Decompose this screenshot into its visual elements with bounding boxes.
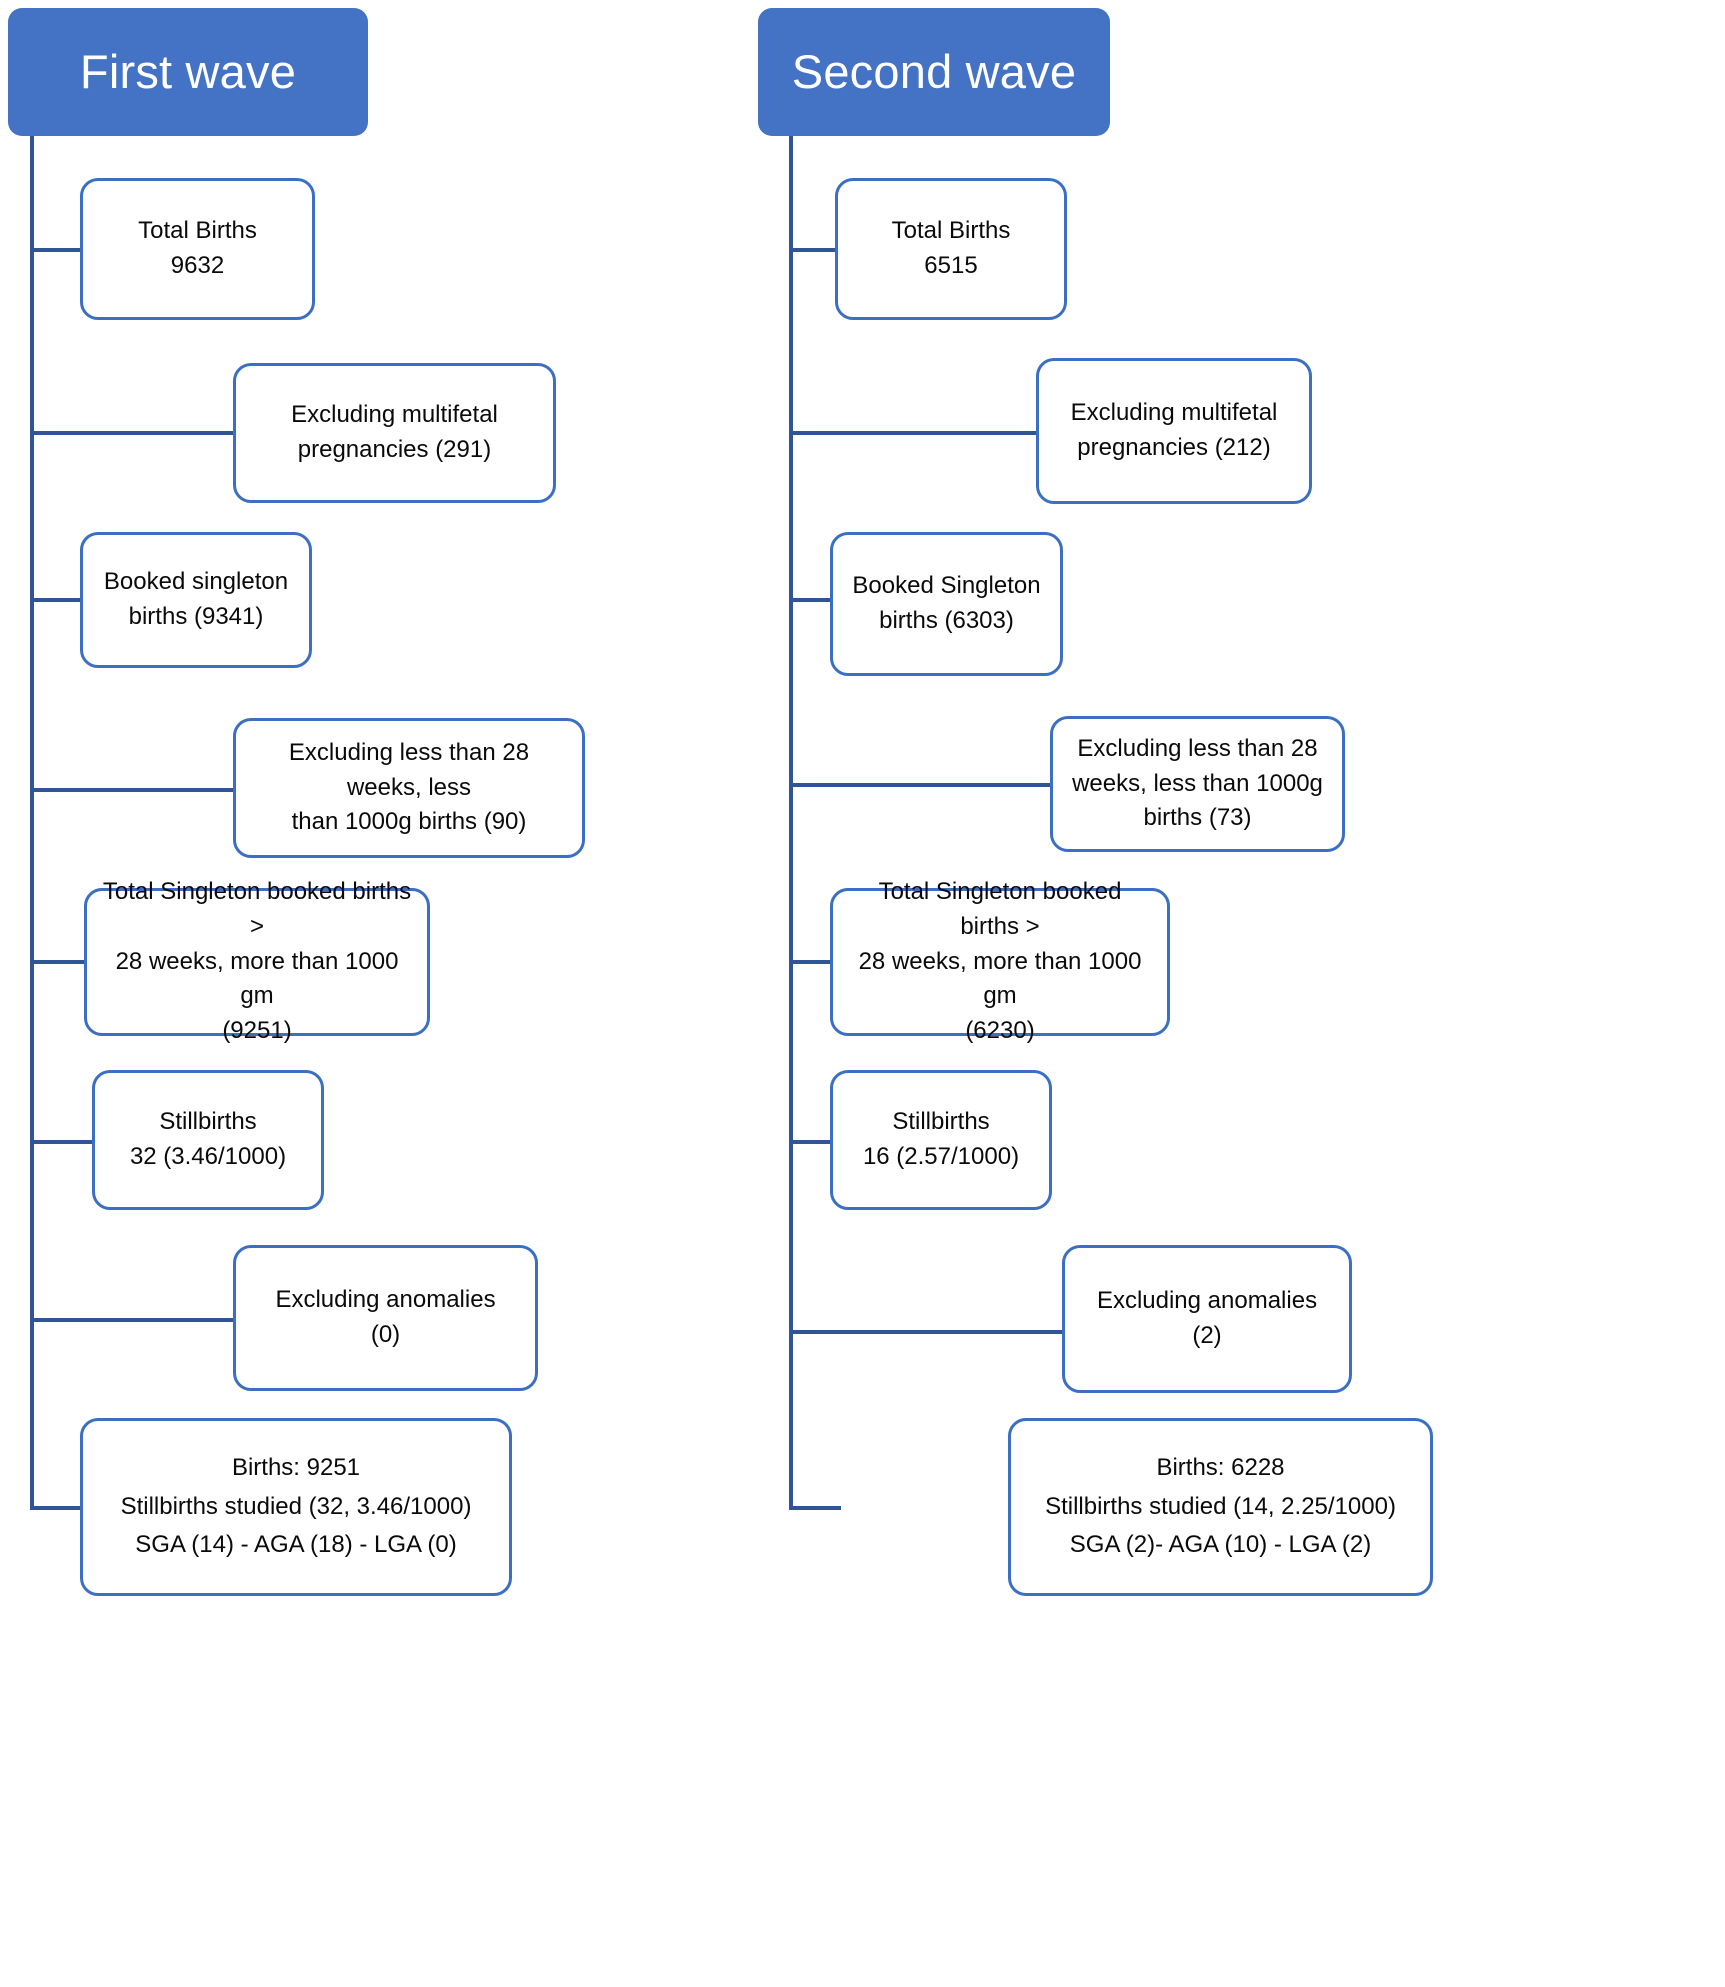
connector-stub-first-1: [30, 248, 82, 252]
node-first-booked-singleton: Booked singleton births (9341): [80, 532, 312, 668]
connector-stub-second-6: [789, 1140, 833, 1144]
node-first-total-eligible-text: Total Singleton booked births > 28 weeks…: [102, 878, 412, 1045]
node-first-exclude-preterm-text: Excluding less than 28 weeks, less than …: [288, 738, 530, 836]
node-second-exclude-preterm: Excluding less than 28 weeks, less than …: [1050, 716, 1345, 852]
node-second-stillbirths-text: Stillbirths 16 (2.57/1000): [862, 1108, 1020, 1170]
node-first-stillbirths-text: Stillbirths 32 (3.46/1000): [129, 1108, 287, 1170]
node-first-stillbirths: Stillbirths 32 (3.46/1000): [92, 1070, 324, 1210]
node-second-summary: Births: 6228 Stillbirths studied (14, 2.…: [1008, 1418, 1433, 1596]
node-first-exclude-multifetal: Excluding multifetal pregnancies (291): [233, 363, 556, 503]
node-second-total-eligible: Total Singleton booked births > 28 weeks…: [830, 878, 1170, 1044]
node-first-exclude-preterm: Excluding less than 28 weeks, less than …: [233, 718, 585, 858]
connector-stub-second-2: [789, 431, 1038, 435]
node-first-exclude-anomalies: Excluding anomalies (0): [233, 1245, 538, 1391]
connector-stub-first-5: [30, 960, 86, 964]
connector-stub-second-8: [789, 1506, 841, 1510]
connector-stub-first-6: [30, 1140, 94, 1144]
connector-stub-first-8: [30, 1506, 82, 1510]
node-second-total-births: Total Births 6515: [835, 178, 1067, 320]
node-first-exclude-anomalies-text: Excluding anomalies (0): [275, 1286, 496, 1348]
connector-stub-first-7: [30, 1318, 235, 1322]
connector-stub-first-4: [30, 788, 235, 792]
connector-stub-second-3: [789, 598, 833, 602]
connector-stub-first-2: [30, 431, 235, 435]
node-second-stillbirths: Stillbirths 16 (2.57/1000): [830, 1070, 1052, 1210]
node-first-summary: Births: 9251 Stillbirths studied (32, 3.…: [80, 1418, 512, 1596]
connector-stub-second-4: [789, 783, 1053, 787]
node-first-total-births: Total Births 9632: [80, 178, 315, 320]
node-second-booked-singleton: Booked Singleton births (6303): [830, 532, 1063, 676]
node-first-exclude-multifetal-text: Excluding multifetal pregnancies (291): [291, 401, 498, 463]
node-second-exclude-multifetal-text: Excluding multifetal pregnancies (212): [1070, 399, 1278, 461]
node-second-exclude-preterm-text: Excluding less than 28 weeks, less than …: [1072, 734, 1323, 832]
connector-stub-second-7: [789, 1330, 1064, 1334]
wave-header-first-label: First wave: [79, 45, 297, 99]
node-first-summary-text: Births: 9251 Stillbirths studied (32, 3.…: [120, 1453, 472, 1559]
node-second-booked-singleton-text: Booked Singleton births (6303): [852, 572, 1041, 634]
connector-spine-first: [30, 136, 34, 1508]
connector-spine-second: [789, 136, 793, 1508]
wave-header-second: Second wave: [758, 8, 1110, 136]
node-second-total-births-text: Total Births 6515: [891, 217, 1011, 279]
node-first-total-eligible: Total Singleton booked births > 28 weeks…: [84, 878, 430, 1044]
connector-stub-second-5: [789, 960, 833, 964]
node-second-summary-text: Births: 6228 Stillbirths studied (14, 2.…: [1045, 1453, 1396, 1559]
node-second-total-eligible-text: Total Singleton booked births > 28 weeks…: [858, 878, 1142, 1045]
connector-stub-first-3: [30, 598, 82, 602]
wave-header-first: First wave: [8, 8, 368, 136]
node-first-total-births-text: Total Births 9632: [138, 217, 257, 279]
node-second-exclude-multifetal: Excluding multifetal pregnancies (212): [1036, 358, 1312, 504]
wave-header-second-label: Second wave: [791, 45, 1077, 99]
node-first-booked-singleton-text: Booked singleton births (9341): [103, 568, 289, 630]
node-second-exclude-anomalies: Excluding anomalies (2): [1062, 1245, 1352, 1393]
connector-stub-second-1: [789, 248, 841, 252]
node-second-exclude-anomalies-text: Excluding anomalies (2): [1096, 1287, 1318, 1349]
